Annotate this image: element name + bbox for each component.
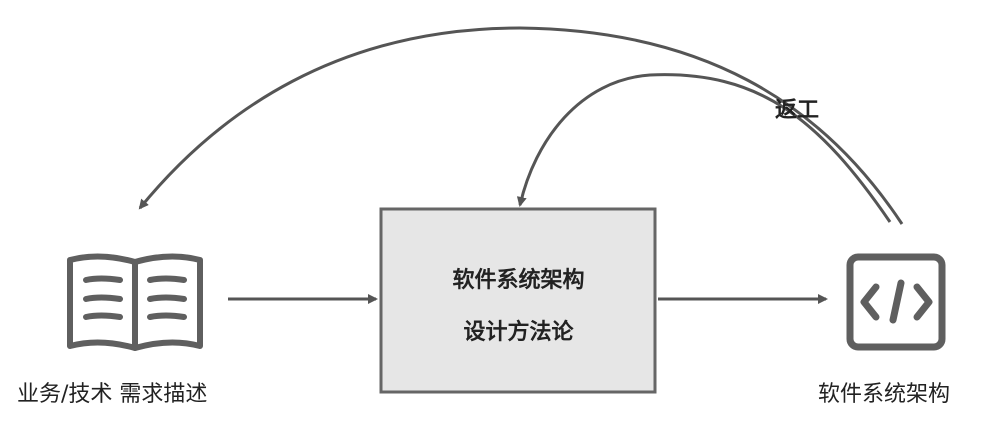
process-box (379, 207, 657, 394)
process-title-line2: 设计方法论 (463, 320, 574, 345)
feedback-arrow-to-methodology (516, 73, 892, 223)
book-icon (67, 253, 203, 351)
feedback-label: 返工 (775, 98, 820, 123)
code-icon (846, 253, 946, 351)
output-label: 软件系统架构 (818, 382, 951, 407)
process-title-line1: 软件系统架构 (452, 268, 585, 293)
feedback-arrow-to-requirements (138, 26, 904, 225)
input-label: 业务/技术 需求描述 (17, 382, 208, 407)
